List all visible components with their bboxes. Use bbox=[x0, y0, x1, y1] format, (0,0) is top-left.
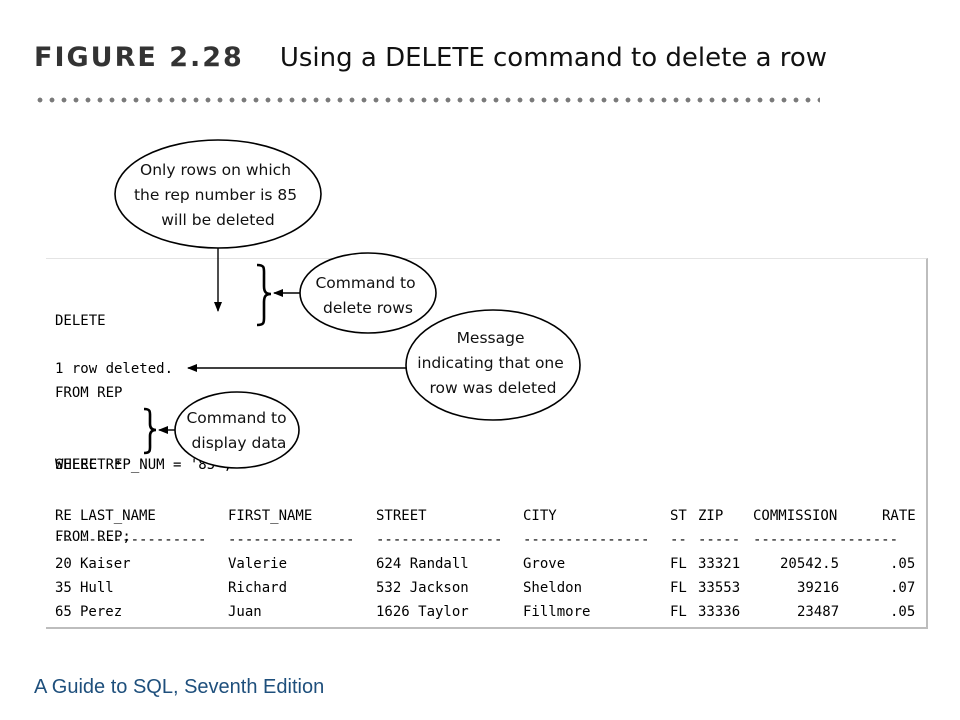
separator: ----- bbox=[698, 532, 741, 548]
separator: -- bbox=[55, 532, 72, 548]
code-line: DELETE bbox=[55, 313, 106, 329]
cell-first-name: Valerie bbox=[228, 556, 288, 572]
cell-first-name: Richard bbox=[228, 580, 288, 596]
cell-street: 532 Jackson bbox=[376, 580, 469, 596]
cell-commission: 23487 bbox=[797, 604, 840, 620]
result-message: 1 row deleted. bbox=[55, 361, 174, 377]
cell-rep-num: 35 bbox=[55, 580, 72, 596]
callout-line: Only rows on which bbox=[140, 161, 291, 179]
brace bbox=[256, 263, 272, 327]
cell-state: FL bbox=[670, 580, 687, 596]
code-line: FROM REP bbox=[55, 385, 123, 401]
callout-line: the rep number is 85 bbox=[134, 186, 297, 204]
sql-output-panel bbox=[46, 258, 928, 629]
dotted-divider bbox=[34, 96, 820, 104]
cell-commission: 39216 bbox=[797, 580, 840, 596]
figure-heading: FIGURE 2.28 Using a DELETE command to del… bbox=[34, 42, 827, 82]
brace bbox=[143, 407, 157, 455]
cell-rate: .05 bbox=[890, 604, 916, 620]
cell-rate: .07 bbox=[890, 580, 916, 596]
separator: --------------- bbox=[228, 532, 355, 548]
separator: --------------- bbox=[376, 532, 503, 548]
cell-first-name: Juan bbox=[228, 604, 262, 620]
select-statement: SELECT * FROM REP; bbox=[55, 405, 131, 573]
callout-line: display data bbox=[192, 434, 287, 452]
column-header: RE bbox=[55, 508, 72, 524]
cell-street: 624 Randall bbox=[376, 556, 469, 572]
cell-city: Fillmore bbox=[523, 604, 591, 620]
callout-line: will be deleted bbox=[161, 211, 275, 229]
cell-state: FL bbox=[670, 604, 687, 620]
cell-zip: 33321 bbox=[698, 556, 741, 572]
column-header: STREET bbox=[376, 508, 427, 524]
cell-rep-num: 20 bbox=[55, 556, 72, 572]
callout-text: Only rows on which the rep number is 85 … bbox=[134, 161, 302, 229]
cell-zip: 33553 bbox=[698, 580, 741, 596]
separator: -- bbox=[670, 532, 687, 548]
column-header: COMMISSION bbox=[753, 508, 838, 524]
callout-bubble bbox=[299, 252, 437, 334]
separator: --------------- bbox=[523, 532, 650, 548]
cell-street: 1626 Taylor bbox=[376, 604, 469, 620]
column-header: FIRST_NAME bbox=[228, 508, 313, 524]
figure-number: FIGURE 2.28 bbox=[34, 42, 244, 73]
cell-last-name: Hull bbox=[80, 580, 114, 596]
callout-line: Message bbox=[457, 329, 525, 347]
figure-caption: Using a DELETE command to delete a row bbox=[279, 43, 828, 73]
separator: --------------- bbox=[80, 532, 207, 548]
cell-rate: .05 bbox=[890, 556, 916, 572]
column-header: ST bbox=[670, 508, 687, 524]
code-line: SELECT * bbox=[55, 457, 123, 473]
column-header: RATE bbox=[882, 508, 916, 524]
callout-line: row was deleted bbox=[430, 379, 557, 397]
book-footer: A Guide to SQL, Seventh Edition bbox=[34, 676, 325, 698]
cell-city: Sheldon bbox=[523, 580, 583, 596]
callout-line: Command to bbox=[186, 409, 286, 427]
callout-text: Message indicating that one row was dele… bbox=[417, 329, 568, 397]
cell-zip: 33336 bbox=[698, 604, 741, 620]
callout-line: Command to bbox=[315, 274, 415, 292]
callout-line: indicating that one bbox=[417, 354, 564, 372]
cell-last-name: Perez bbox=[80, 604, 123, 620]
cell-rep-num: 65 bbox=[55, 604, 72, 620]
column-header: CITY bbox=[523, 508, 557, 524]
cell-state: FL bbox=[670, 556, 687, 572]
callout-bubble bbox=[405, 309, 581, 421]
separator: ---------- bbox=[753, 532, 838, 548]
callout-text: Command to display data bbox=[186, 409, 291, 452]
callout-bubble bbox=[174, 391, 300, 469]
callout-line: delete rows bbox=[323, 299, 413, 317]
column-header: ZIP bbox=[698, 508, 724, 524]
separator: ------- bbox=[839, 532, 899, 548]
column-header: LAST_NAME bbox=[80, 508, 156, 524]
cell-city: Grove bbox=[523, 556, 566, 572]
callout-text: Command to delete rows bbox=[315, 274, 420, 317]
code-line: FROM REP; bbox=[55, 529, 131, 545]
cell-last-name: Kaiser bbox=[80, 556, 131, 572]
cell-commission: 20542.5 bbox=[780, 556, 840, 572]
